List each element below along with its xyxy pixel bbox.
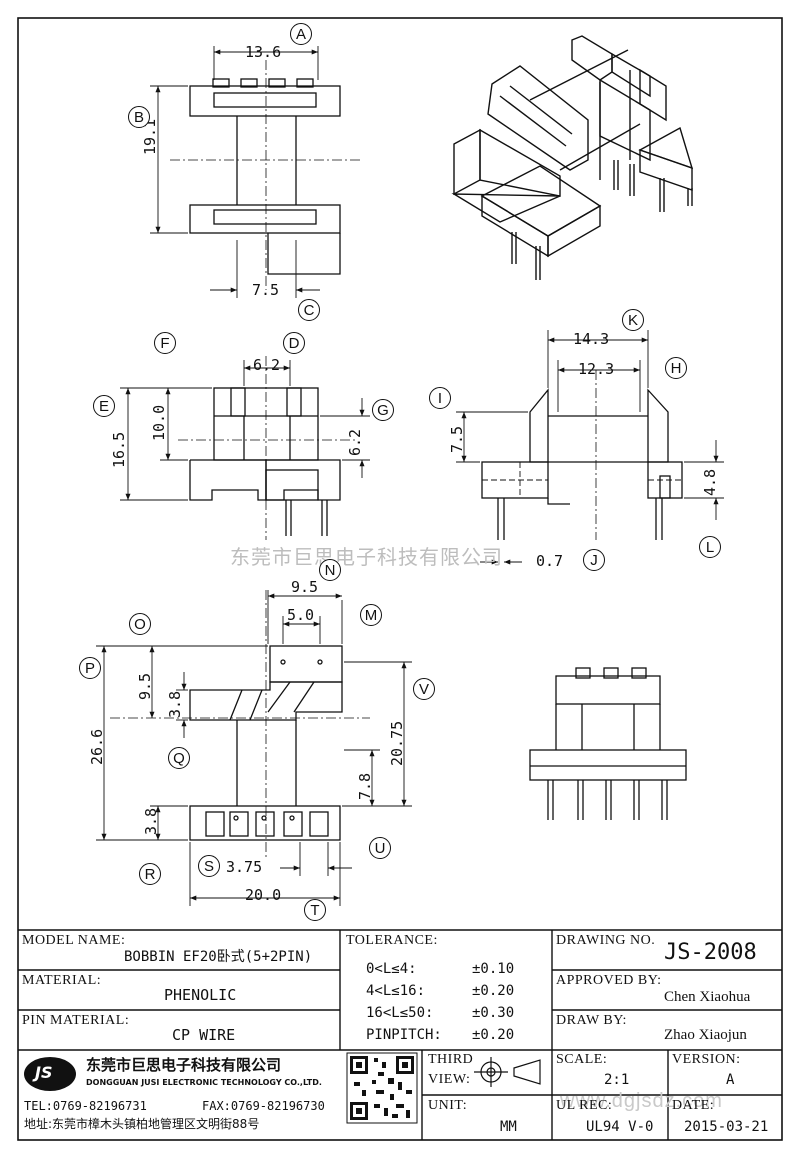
- tolerance-range-3: 16<L≤50:: [366, 1005, 434, 1021]
- dim-16.5: 16.5: [110, 431, 128, 468]
- dim-3.75: 3.75: [226, 858, 263, 876]
- dim-12.3: 12.3: [578, 360, 615, 378]
- dim-3.8-upper: 3.8: [166, 690, 184, 718]
- watermark-url: www.dgjsdz.com: [560, 1090, 723, 1112]
- third-angle-symbol: [474, 1057, 541, 1087]
- third-view-label-1: THIRD: [428, 1052, 474, 1067]
- callout-d: D: [283, 332, 305, 354]
- callout-k: K: [622, 309, 644, 331]
- version-label: VERSION:: [672, 1052, 741, 1067]
- callout-s: S: [198, 855, 220, 877]
- title-block-grid: [18, 929, 782, 1140]
- pin-material: CP WIRE: [172, 1026, 236, 1044]
- callout-n: N: [319, 559, 341, 581]
- callout-c: C: [298, 299, 320, 321]
- view-top: [150, 46, 360, 298]
- callout-i: I: [429, 387, 451, 409]
- callout-j: J: [583, 549, 605, 571]
- dim-14.3: 14.3: [573, 330, 610, 348]
- callout-p: P: [79, 657, 101, 679]
- dim-3.8-lower: 3.8: [142, 807, 160, 835]
- tolerance-value-2: ±0.20: [472, 983, 515, 999]
- dim-4.8: 4.8: [701, 468, 719, 496]
- dim-7.8: 7.8: [356, 772, 374, 800]
- sheet-border: [17, 17, 783, 1141]
- tolerance-range-4: PINPITCH:: [366, 1027, 442, 1043]
- tolerance-range-1: 0<L≤4:: [366, 961, 417, 977]
- dim-26.6: 26.6: [88, 728, 106, 765]
- dim-6.2-top: 6.2: [253, 356, 281, 374]
- callout-o: O: [129, 613, 151, 635]
- callout-u: U: [369, 837, 391, 859]
- tolerance-range-2: 4<L≤16:: [366, 983, 426, 999]
- callout-h: H: [665, 357, 687, 379]
- dim-20.75: 20.75: [388, 720, 406, 766]
- callout-a: A: [290, 23, 312, 45]
- callout-m: M: [360, 604, 382, 626]
- watermark-company: 东莞市巨思电子科技有限公司: [230, 545, 503, 569]
- callout-g: G: [372, 399, 394, 421]
- company-name-cn: 东莞市巨思电子科技有限公司: [86, 1056, 282, 1074]
- callout-v: V: [413, 678, 435, 700]
- date-label: DATE:: [672, 1098, 715, 1113]
- dim-6.2-right: 6.2: [346, 428, 364, 456]
- callout-r: R: [139, 863, 161, 885]
- view-front: [120, 356, 370, 540]
- third-view-label-2: VIEW:: [428, 1072, 471, 1087]
- approved-by: Chen Xiaohua: [664, 989, 751, 1005]
- company-name-en: DONGGUAN JUSI ELECTRONIC TECHNOLOGY CO.,…: [86, 1078, 322, 1087]
- scale-label: SCALE:: [556, 1052, 608, 1067]
- callout-t: T: [304, 899, 326, 921]
- view-isometric: [451, 35, 694, 280]
- draw-by: Zhao Xiaojun: [664, 1027, 747, 1043]
- dim-5.0: 5.0: [287, 606, 315, 624]
- callout-e: E: [93, 395, 115, 417]
- view-side-2: [529, 667, 687, 820]
- dim-13.6: 13.6: [245, 43, 282, 61]
- tolerance-value-1: ±0.10: [472, 961, 515, 977]
- drawing-no-label: DRAWING NO.: [556, 933, 656, 948]
- dim-9.5-left: 9.5: [136, 672, 154, 700]
- unit-label: UNIT:: [428, 1098, 468, 1113]
- drawing-no: JS-2008: [664, 940, 757, 965]
- model-name: BOBBIN EF20卧式(5+2PIN): [124, 949, 313, 965]
- company-logo: [24, 1057, 76, 1091]
- callout-f: F: [154, 332, 176, 354]
- callout-b: B: [128, 106, 150, 128]
- dim-9.5-top: 9.5: [291, 578, 319, 596]
- version: A: [726, 1072, 735, 1088]
- view-side: [456, 330, 724, 565]
- qr-code: [346, 1052, 418, 1124]
- company-logo-text: JS: [35, 1063, 53, 1082]
- dim-20.0: 20.0: [245, 886, 282, 904]
- ul-rec: UL94 V-0: [586, 1119, 654, 1135]
- model-name-label: MODEL NAME:: [22, 933, 126, 948]
- dim-0.7: 0.7: [536, 552, 564, 570]
- dim-7.5: 7.5: [252, 281, 280, 299]
- company-tel: TEL:0769-82196731: [24, 1099, 147, 1113]
- unit: MM: [500, 1119, 517, 1135]
- tolerance-label: TOLERANCE:: [346, 933, 438, 948]
- dim-10.0: 10.0: [150, 404, 168, 441]
- pin-material-label: PIN MATERIAL:: [22, 1013, 130, 1028]
- callout-q: Q: [168, 747, 190, 769]
- company-address: 地址:东莞市樟木头镇柏地管理区文明街88号: [24, 1117, 260, 1131]
- draw-by-label: DRAW BY:: [556, 1013, 627, 1028]
- view-bottom: [96, 590, 412, 906]
- material: PHENOLIC: [164, 986, 237, 1004]
- company-fax: FAX:0769-82196730: [202, 1099, 325, 1113]
- tolerance-value-4: ±0.20: [472, 1027, 515, 1043]
- material-label: MATERIAL:: [22, 973, 102, 988]
- date: 2015-03-21: [684, 1119, 769, 1135]
- approved-by-label: APPROVED BY:: [556, 973, 662, 988]
- callout-l: L: [699, 536, 721, 558]
- ul-rec-label: UL REC:: [556, 1098, 613, 1113]
- dim-7.5-side: 7.5: [448, 425, 466, 453]
- tolerance-value-3: ±0.30: [472, 1005, 515, 1021]
- scale: 2:1: [604, 1072, 630, 1088]
